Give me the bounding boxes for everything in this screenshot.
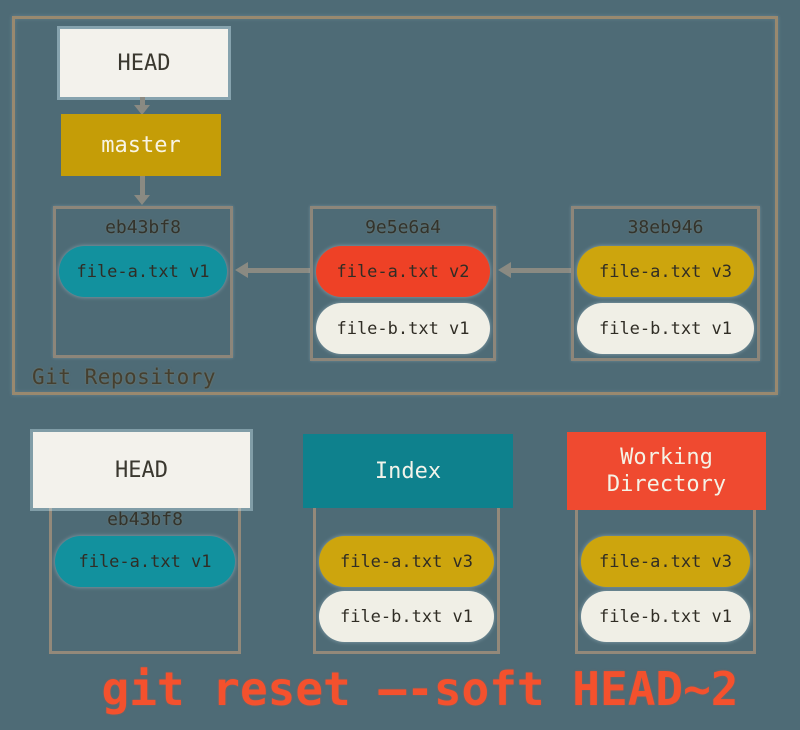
working-directory-area-header: Working Directory [567,432,766,510]
file-pill-label: file-a.txt v1 [76,261,210,282]
commit-id: eb43bf8 [105,217,181,238]
file-pill: file-a.txt v3 [581,536,750,587]
git-repository-box: Git Repository HEAD master eb43bf8 file-… [12,16,778,395]
file-pill: file-a.txt v1 [55,536,235,587]
file-pill-label: file-b.txt v1 [339,606,474,627]
commit-parent-line [247,268,310,273]
file-pill: file-b.txt v1 [316,303,490,354]
file-pill-label: file-a.txt v3 [598,261,733,282]
index-area-box: file-a.txt v3 file-b.txt v1 [313,470,500,654]
commit-id: 38eb946 [627,217,704,238]
arrow-down-icon [134,105,150,115]
file-pill-label: file-b.txt v1 [336,318,470,339]
arrow-down-icon [134,195,150,205]
arrow-left-icon [235,262,248,278]
master-branch-box: master [61,114,221,176]
working-directory-area-box: file-a.txt v3 file-b.txt v1 [575,470,756,654]
head-area-title: HEAD [115,457,168,483]
file-pill: file-a.txt v2 [316,246,490,297]
file-pill: file-a.txt v1 [59,246,227,297]
commit-id: eb43bf8 [107,509,183,530]
arrow-left-icon [498,262,511,278]
commit-id: 9e5e6a4 [365,217,441,238]
file-pill: file-b.txt v1 [577,303,754,354]
master-to-commit-line [140,176,145,197]
index-area-header: Index [303,434,513,508]
git-repository-label: Git Repository [32,365,217,389]
file-pill-label: file-a.txt v3 [339,551,474,572]
head-pointer-box: HEAD [60,29,228,97]
head-area-header: HEAD [33,432,250,508]
head-pointer-label: HEAD [117,50,171,76]
commit-box-eb43bf8: eb43bf8 file-a.txt v1 [53,206,233,358]
file-pill-label: file-a.txt v2 [336,261,470,282]
master-branch-label: master [101,132,181,158]
file-pill-label: file-a.txt v1 [78,551,212,572]
commit-box-38eb946: 38eb946 file-a.txt v3 file-b.txt v1 [571,206,760,361]
index-area-title: Index [374,458,442,484]
working-directory-area-title: Working Directory [606,445,727,497]
file-pill-label: file-b.txt v1 [598,318,733,339]
commit-parent-line [510,268,571,273]
commit-box-9e5e6a4: 9e5e6a4 file-a.txt v2 file-b.txt v1 [310,206,496,361]
command-caption: git reset —-soft HEAD~2 [101,662,739,716]
file-pill-label: file-a.txt v3 [598,551,733,572]
file-pill: file-a.txt v3 [577,246,754,297]
file-pill: file-a.txt v3 [319,536,494,587]
file-pill: file-b.txt v1 [581,591,750,642]
head-to-master-line [140,97,145,107]
file-pill: file-b.txt v1 [319,591,494,642]
file-pill-label: file-b.txt v1 [598,606,733,627]
